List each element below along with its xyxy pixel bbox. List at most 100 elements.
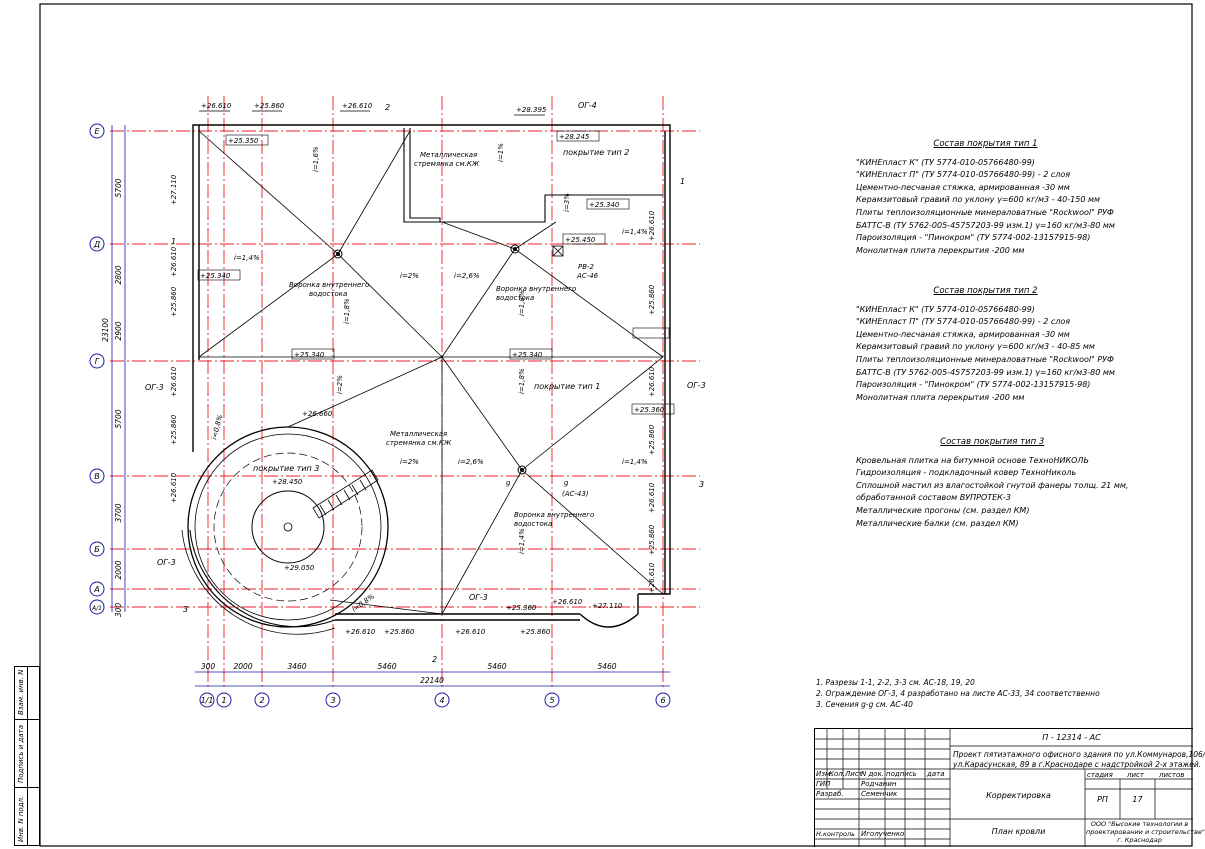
- level-mark: +25.360: [634, 406, 665, 414]
- level-mark: +25.340: [294, 351, 325, 359]
- norm-name: Иголученко: [861, 830, 905, 838]
- spec-line: "КИНЕпласт К" (ТУ 5774-010-05766480-99): [856, 304, 1035, 314]
- cut-label: 2: [432, 655, 437, 664]
- spec-line: "КИНЕпласт П" (ТУ 5774-010-05766480-99) …: [856, 317, 1071, 327]
- level-mark: +25.340: [512, 351, 543, 359]
- general-notes: 1. Разрезы 1-1, 2-2, 3-3 см. АС-18, 19, …: [816, 677, 1100, 710]
- spec-line: Кровельная плитка на битумной основе Тех…: [856, 455, 1089, 465]
- slope-labels: i=1,6% i=1% i=3% i=1,4% i=1,4% i=2% i=2,…: [210, 143, 648, 614]
- level-mark: +25.860: [648, 284, 656, 315]
- spec-title: Состав покрытия тип 1: [933, 139, 1038, 149]
- axis-x-label: 6: [660, 696, 665, 705]
- raised-block: [403, 128, 663, 223]
- axis-x-label: 2: [259, 696, 264, 705]
- dim-total-left: 23100: [101, 318, 110, 342]
- axis-y-label: А: [93, 585, 99, 594]
- gip-label: ГИП: [816, 780, 831, 788]
- spec-coating-1: Состав покрытия тип 1 "КИНЕпласт К" (ТУ …: [856, 138, 1115, 257]
- dim-left: 2800: [114, 265, 123, 284]
- level-mark: +26.660: [302, 410, 333, 418]
- spec-line: Гидроизоляция - подкладочный ковер Техно…: [856, 468, 1077, 478]
- coating-2-label: покрытие тип 2: [563, 148, 629, 157]
- dim-bottom: 300: [201, 662, 216, 671]
- level-mark: +25.860: [648, 524, 656, 555]
- section-label: g: [506, 479, 511, 487]
- spec-line: Металлические прогоны (см. раздел КМ): [856, 505, 1030, 515]
- levels-roof: +25.350 +28.245 +25.340 +25.450 +25.340 …: [197, 130, 675, 612]
- dim-left: 5700: [114, 409, 123, 428]
- level-mark: +25.860: [170, 414, 178, 445]
- slope-label: i=1,4%: [234, 254, 260, 262]
- ladder-label: стремянка см.КЖ: [414, 160, 480, 168]
- coating-3-label: покрытие тип 3: [253, 464, 319, 473]
- dim-bottom: 2000: [233, 662, 252, 671]
- dims-left: 5700 2800 2900 5700 3700 2000 300 23100: [101, 178, 123, 617]
- slope-label: i=1%: [497, 143, 505, 162]
- cut-label: 1: [680, 177, 685, 186]
- dim-left: 5700: [114, 178, 123, 197]
- dim-bottom: 5460: [597, 662, 616, 671]
- dim-left: 2000: [114, 560, 123, 579]
- rv2-label: РВ-2: [578, 263, 595, 271]
- spec-lines: "КИНЕпласт К" (ТУ 5774-010-05766480-99) …: [856, 304, 1115, 405]
- funnel-label: Воронка внутреннего: [289, 281, 369, 289]
- funnel-label: Воронка внутреннего: [514, 511, 594, 519]
- spec-line: Керамзитовый гравий по уклону γ=600 кг/м…: [856, 195, 1101, 205]
- section-label: g: [564, 479, 569, 487]
- hdr-doc: N док.: [861, 770, 885, 778]
- spec-coating-3: Состав покрытия тип 3 Кровельная плитка …: [856, 436, 1128, 530]
- level-underlines: [199, 110, 545, 116]
- developer-name: Семенчик: [861, 790, 898, 798]
- sheet-value: 17: [1132, 795, 1143, 804]
- slope-label: i=3%: [563, 193, 571, 212]
- og3-label: ОГ-3: [687, 381, 706, 390]
- spec-lines: "КИНЕпласт К" (ТУ 5774-010-05766480-99) …: [856, 157, 1115, 258]
- slope-label: i=0,8%: [210, 413, 224, 440]
- spec-line: БАТТС-В (ТУ 5762-005-45757203-99 изм.1) …: [856, 367, 1115, 377]
- ladder-label: Металлическая: [420, 151, 477, 159]
- sidebar-divider: [27, 667, 28, 845]
- slope-label: i=1,4%: [622, 458, 648, 466]
- building-outline: [192, 124, 671, 628]
- level-mark: +25.860: [170, 286, 178, 317]
- axis-x-label: 1/1: [201, 696, 214, 705]
- spec-line: Керамзитовый гравий по уклону γ=600 кг/м…: [856, 342, 1095, 352]
- hatch-box: [552, 245, 564, 257]
- spec-title: Состав покрытия тип 2: [933, 286, 1038, 296]
- level-mark: +26.610: [552, 598, 583, 606]
- dim-bottom: 3460: [287, 662, 306, 671]
- spec-line: обработанной составом ВУПРОТЕК-3: [856, 493, 1011, 503]
- level-mark: +26.610: [455, 628, 486, 636]
- funnel-label: водостока: [496, 294, 534, 302]
- as46-label: АС-46: [576, 272, 599, 280]
- level-mark: +25.860: [648, 424, 656, 455]
- level-mark: +28.395: [516, 106, 547, 114]
- title-block: П - 12314 - АС Проект пятиэтажного офисн…: [814, 728, 1205, 847]
- spec-line: "КИНЕпласт П" (ТУ 5774-010-05766480-99) …: [856, 170, 1071, 180]
- cut-label: 3: [699, 480, 704, 489]
- company-line: проектировании и строительстве": [1086, 828, 1205, 836]
- level-mark: +26.610: [170, 472, 178, 503]
- note-line: 2. Ограждение ОГ-3, 4 разработано на лис…: [816, 689, 1100, 698]
- og3-label: ОГ-3: [145, 383, 164, 392]
- levels-top: +26.610 +25.860 +26.610 +28.395: [201, 102, 547, 114]
- level-mark: +26.610: [342, 102, 373, 110]
- hdr-change: Изм.: [816, 770, 833, 778]
- slope-label: i=2,6%: [458, 458, 484, 466]
- level-mark: +25.860: [254, 102, 285, 110]
- levels-left: +27.110 +26.610 +25.860 +26.610 +25.860 …: [170, 174, 178, 503]
- project-name-line: ул.Карасунская, 89 в г.Краснодаре с надс…: [953, 760, 1202, 769]
- level-mark: +28.245: [559, 133, 590, 141]
- stage-value: РП: [1097, 795, 1108, 804]
- level-mark: +26.610: [345, 628, 376, 636]
- level-mark: +25.860: [384, 628, 415, 636]
- level-mark: +27.110: [170, 174, 178, 205]
- spec-title: Состав покрытия тип 3: [940, 437, 1045, 447]
- ladder-label: Металлическая: [390, 430, 447, 438]
- stage-label: стадия: [1087, 771, 1113, 779]
- norm-label: Н.контроль: [816, 830, 855, 838]
- spec-line: Монолитная плита перекрытия -200 мм: [856, 245, 1025, 255]
- axis-labels: 1/1 1 2 3 4 5 6 Е Д Г В Б А А/1: [91, 127, 666, 705]
- slope-lines: [198, 130, 664, 615]
- dim-total-bottom: 22140: [420, 676, 444, 685]
